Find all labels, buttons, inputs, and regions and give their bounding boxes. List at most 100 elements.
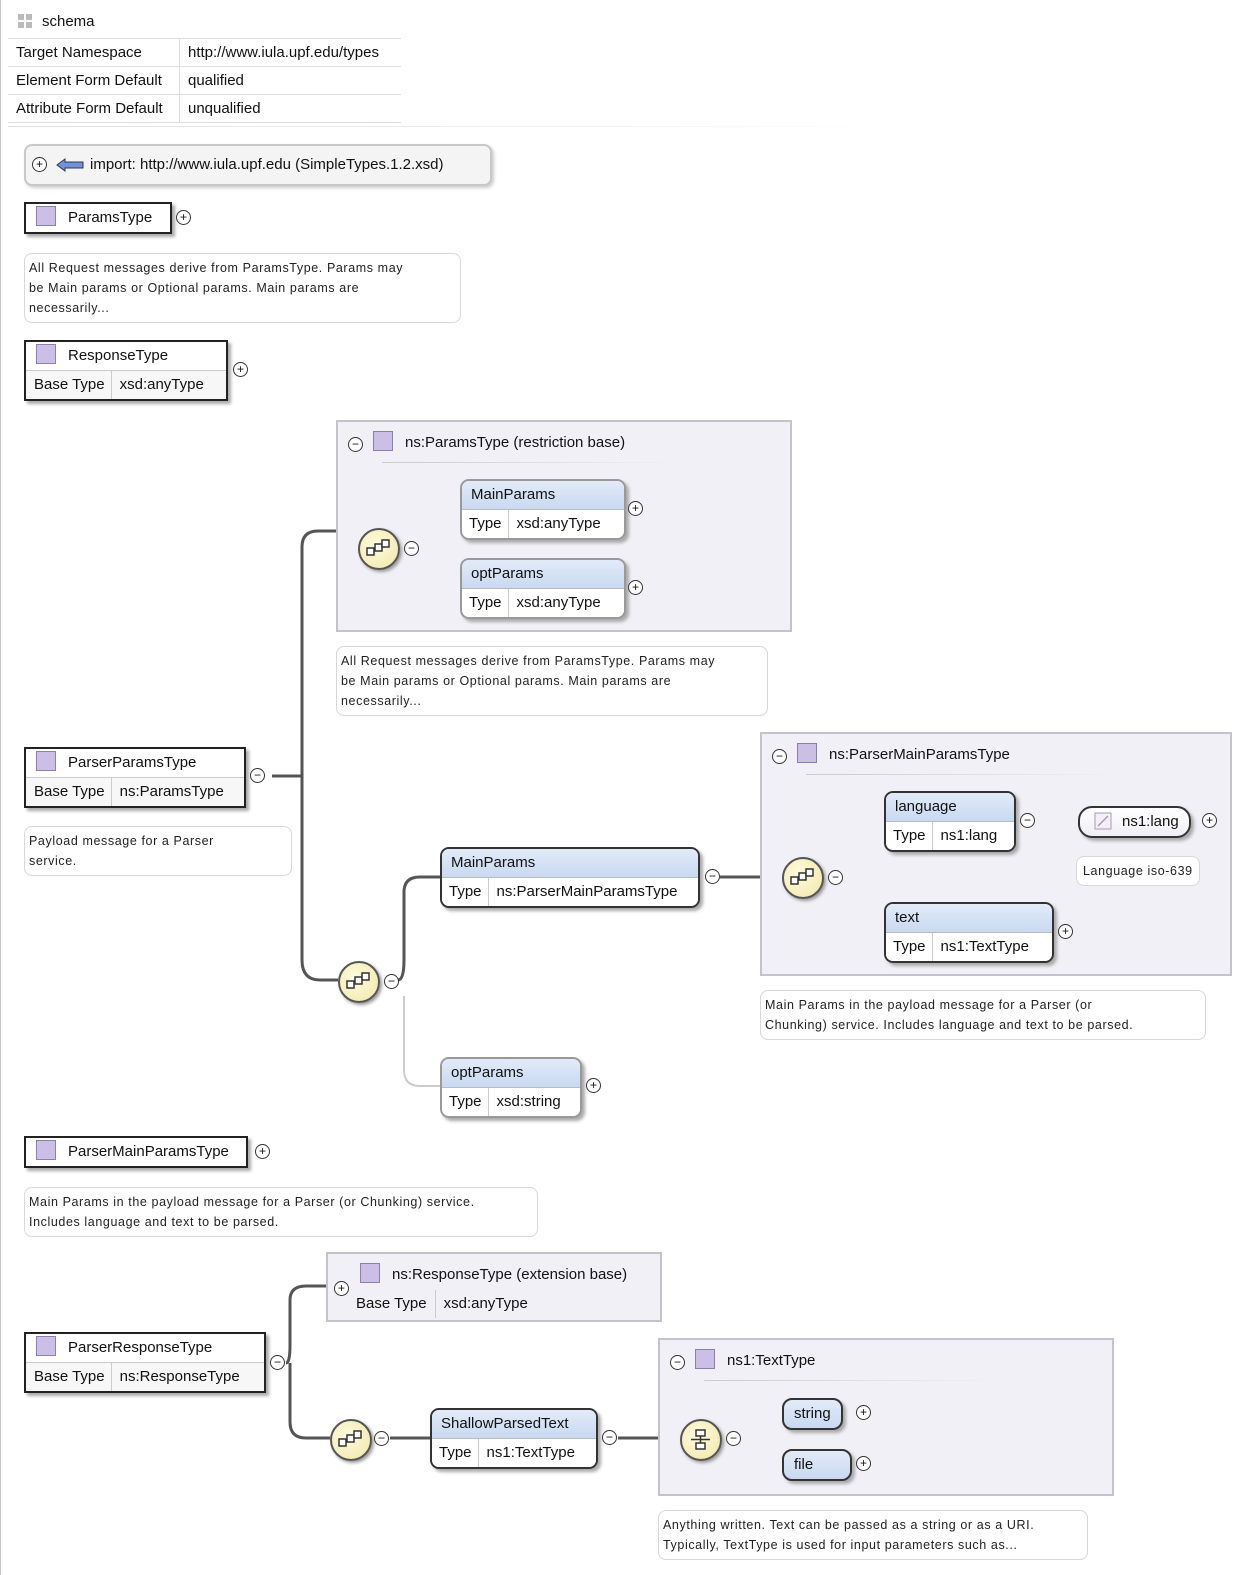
expand-icon[interactable]: + xyxy=(586,1078,601,1093)
element-file[interactable]: file xyxy=(782,1449,852,1481)
divider xyxy=(806,774,1120,775)
complex-type-icon xyxy=(36,206,56,226)
note-line: Typically, TextType is used for input pa… xyxy=(663,1538,1018,1552)
complex-type-icon xyxy=(36,1336,56,1356)
complex-type-icon xyxy=(695,1349,715,1369)
note-line: Includes language and text to be parsed. xyxy=(29,1215,279,1229)
panel-title: ns:ResponseType (extension base) xyxy=(360,1263,627,1283)
import-box[interactable]: + import: http://www.iula.upf.edu (Simpl… xyxy=(24,144,492,186)
sequence-compositor-icon[interactable] xyxy=(338,961,380,1003)
type-name: ResponseType xyxy=(68,347,169,364)
property-value: qualified xyxy=(179,66,401,95)
row-value: xsd:anyType xyxy=(119,376,204,393)
row-key: Type xyxy=(886,933,933,961)
sequence-compositor-icon[interactable] xyxy=(330,1419,372,1461)
complex-type-icon xyxy=(36,344,56,364)
collapse-icon[interactable]: − xyxy=(250,768,265,783)
complex-type-icon xyxy=(373,431,393,451)
collapse-icon[interactable]: − xyxy=(726,1431,741,1446)
panel-title: − ns1:TextType xyxy=(670,1349,815,1370)
expand-icon[interactable]: + xyxy=(856,1456,871,1471)
main-params-type-panel: −ns:ParserMainParamsType xyxy=(760,732,1232,976)
schema-title: schema xyxy=(18,13,95,30)
collapse-icon[interactable]: − xyxy=(602,1430,617,1445)
panel-title: −ns:ParserMainParamsType xyxy=(772,743,1010,764)
note-line: be Main params or Optional params. Main … xyxy=(29,281,360,295)
schema-grid-icon xyxy=(18,14,32,28)
note-line: service. xyxy=(29,854,77,868)
expand-icon[interactable]: + xyxy=(628,501,643,516)
collapse-icon[interactable]: − xyxy=(828,870,843,885)
panel-title-text: ns1:TextType xyxy=(727,1352,816,1369)
choice-compositor-icon[interactable] xyxy=(680,1419,722,1461)
property-key: Target Namespace xyxy=(8,38,180,67)
collapse-icon[interactable]: − xyxy=(374,1431,389,1446)
import-label: import: http://www.iula.upf.edu (SimpleT… xyxy=(90,156,444,173)
type-header: ParserMainParamsType xyxy=(26,1138,246,1166)
divider xyxy=(382,462,680,463)
collapse-icon[interactable]: − xyxy=(404,541,419,556)
note-line: Main Params in the payload message for a… xyxy=(29,1195,475,1209)
expand-icon[interactable]: + xyxy=(255,1144,270,1159)
collapse-icon[interactable]: − xyxy=(705,869,720,884)
note-line: All Request messages derive from ParamsT… xyxy=(29,261,404,275)
expand-icon[interactable]: + xyxy=(32,157,47,172)
complex-type-icon xyxy=(36,751,56,771)
complex-type-parsermainparamstype[interactable]: ParserMainParamsType xyxy=(24,1136,248,1168)
simple-type-ns1-lang[interactable]: ns1:lang xyxy=(1078,806,1191,838)
expand-icon[interactable]: + xyxy=(176,210,191,225)
row-key: Type xyxy=(462,510,509,538)
collapse-icon[interactable]: − xyxy=(772,749,787,764)
row-key: Base Type xyxy=(348,1290,436,1318)
row-key: Base Type xyxy=(26,371,112,399)
expand-icon[interactable]: + xyxy=(856,1405,871,1420)
property-key: Attribute Form Default xyxy=(8,94,180,123)
note-line: Main Params in the payload message for a… xyxy=(765,998,1093,1012)
collapse-icon[interactable]: − xyxy=(384,974,399,989)
expand-icon[interactable]: + xyxy=(628,580,643,595)
type-header: ParserResponseType xyxy=(26,1334,264,1362)
expand-icon[interactable]: + xyxy=(334,1281,349,1296)
property-key: Element Form Default xyxy=(8,66,180,95)
property-value: http://www.iula.upf.edu/types xyxy=(179,38,401,67)
element-name: MainParams xyxy=(462,481,624,509)
import-arrow-icon xyxy=(56,158,84,172)
panel-title: −ns:ParamsType (restriction base) xyxy=(348,431,625,452)
left-border xyxy=(0,0,1,1575)
type-row: Type xsd:anyType xyxy=(462,509,624,538)
row-key: Type xyxy=(442,878,489,906)
row-key: Type xyxy=(442,1088,489,1116)
row-value: xsd:anyType xyxy=(516,515,601,532)
element-mainparams-restriction[interactable]: MainParams Type xsd:anyType xyxy=(460,479,626,540)
element-name: language xyxy=(886,793,1014,821)
complex-type-paramstype[interactable]: ParamsType xyxy=(24,202,172,234)
collapse-icon[interactable]: − xyxy=(348,437,363,452)
complex-type-responsetype[interactable]: ResponseType Base Type xsd:anyType xyxy=(24,340,228,401)
complex-type-icon xyxy=(360,1263,380,1283)
sequence-compositor-icon[interactable] xyxy=(782,857,824,899)
expand-icon[interactable]: + xyxy=(233,362,248,377)
expand-icon[interactable]: + xyxy=(1058,924,1073,939)
collapse-icon[interactable]: − xyxy=(270,1355,285,1370)
annotation-note: Main Params in the payload message for a… xyxy=(760,990,1206,1040)
sequence-compositor-icon[interactable] xyxy=(358,528,400,570)
collapse-icon[interactable]: − xyxy=(670,1355,685,1370)
expand-icon[interactable]: + xyxy=(1202,813,1217,828)
note-line: Anything written. Text can be passed as … xyxy=(663,1518,1035,1532)
annotation-note: All Request messages derive from ParamsT… xyxy=(24,253,461,323)
row-key: Base Type xyxy=(26,1363,112,1391)
collapse-icon[interactable]: − xyxy=(1020,813,1035,828)
element-string[interactable]: string xyxy=(782,1398,843,1430)
